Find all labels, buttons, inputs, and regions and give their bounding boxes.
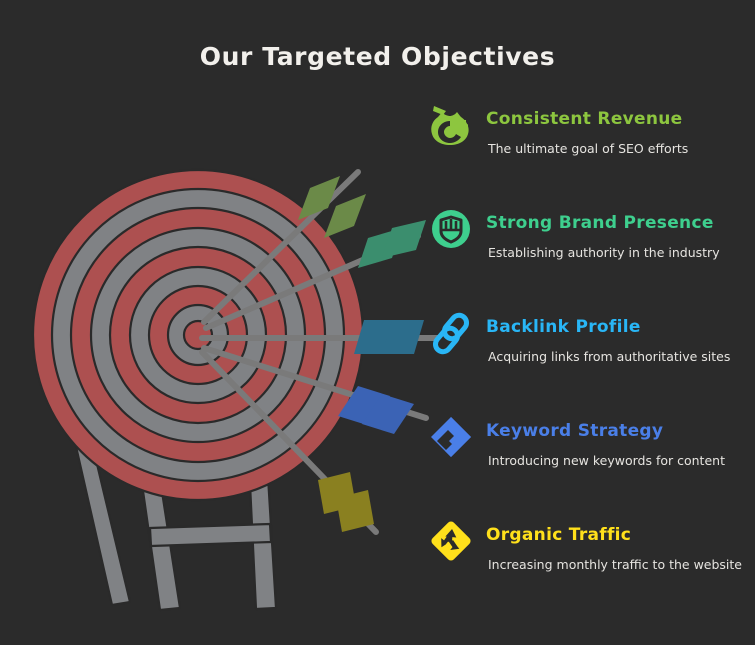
arrow-fletching	[324, 194, 366, 238]
arrow-shaft	[201, 169, 361, 325]
arrow-fletching	[338, 386, 390, 426]
objective-item-consistent-revenue[interactable]: Consistent Revenue The ultimate goal of …	[424, 98, 742, 182]
arrow-keyword-strategy	[201, 345, 429, 434]
objective-title: Backlink Profile	[486, 317, 641, 337]
diamond-swoosh-icon	[431, 417, 471, 457]
arrow-strong-brand-presence	[203, 220, 426, 331]
arrow-fletching	[382, 320, 424, 354]
objective-description: Acquiring links from authoritative sites	[488, 348, 731, 364]
objective-item-strong-brand-presence[interactable]: Strong Brand Presence Establishing autho…	[424, 202, 742, 286]
arrow-fletching	[362, 394, 414, 434]
objective-title: Consistent Revenue	[486, 109, 683, 129]
objective-item-keyword-strategy[interactable]: Keyword Strategy Introducing new keyword…	[424, 410, 742, 494]
arrow-fletching	[382, 220, 426, 258]
objective-description: The ultimate goal of SEO efforts	[488, 140, 689, 156]
objective-title: Strong Brand Presence	[486, 213, 714, 233]
objective-title: Keyword Strategy	[486, 421, 664, 441]
recycle-diamond-icon	[431, 521, 471, 561]
arrow-fletching	[336, 490, 374, 532]
objective-item-organic-traffic[interactable]: Organic Traffic Increasing monthly traff…	[424, 514, 742, 598]
objective-description: Increasing monthly traffic to the websit…	[488, 556, 742, 572]
page-title: Our Targeted Objectives	[199, 42, 556, 71]
shield-badge-icon	[432, 210, 470, 248]
arrow-backlink-profile	[199, 320, 438, 354]
archery-target-illustration	[31, 168, 438, 612]
stand-crossbar	[148, 522, 273, 548]
arrow-consistent-revenue	[201, 169, 366, 325]
objective-description: Introducing new keywords for content	[488, 452, 725, 468]
arrows-group	[199, 169, 438, 535]
arrow-organic-traffic	[199, 349, 379, 535]
objective-item-backlink-profile[interactable]: Backlink Profile Acquiring links from au…	[424, 306, 742, 390]
arrow-fletching	[298, 176, 340, 220]
objectives-list: Consistent Revenue The ultimate goal of …	[424, 98, 742, 598]
money-bag-refresh-icon	[431, 106, 469, 145]
chain-link-icon	[432, 312, 470, 355]
objective-title: Organic Traffic	[486, 525, 632, 545]
objective-description: Establishing authority in the industry	[488, 244, 720, 260]
target-board	[31, 168, 365, 502]
